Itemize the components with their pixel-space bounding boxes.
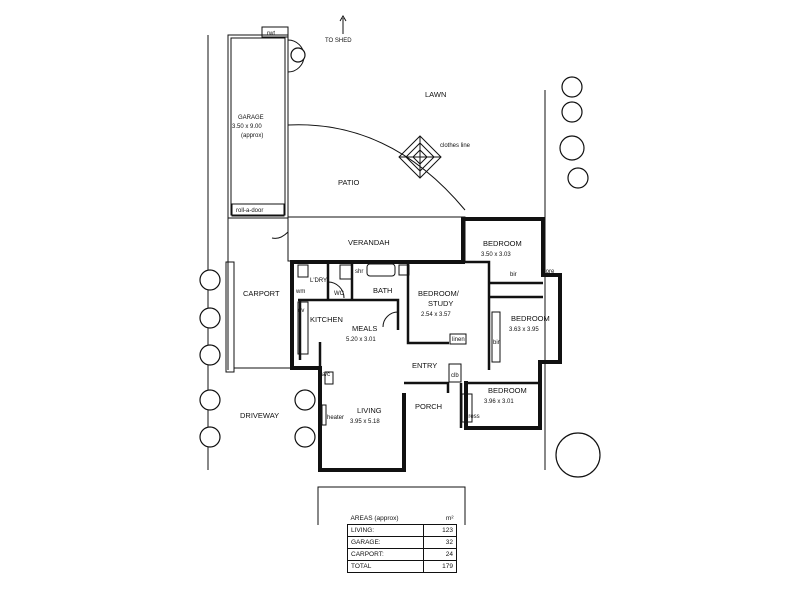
lawn-label: LAWN xyxy=(425,90,446,99)
living-dim: 3.95 x 5.18 xyxy=(350,419,380,425)
carport-label: CARPORT xyxy=(243,289,280,298)
garage-note: (approx) xyxy=(241,133,263,139)
bedroom-study-label-2: STUDY xyxy=(428,299,453,308)
oven-label: ov xyxy=(298,308,304,314)
ac-unit xyxy=(324,371,334,385)
area-name: TOTAL xyxy=(347,560,424,573)
linen-label: linen xyxy=(452,337,465,343)
patio-edge xyxy=(287,124,466,211)
bedroom1-dim: 3.50 x 3.03 xyxy=(481,252,511,258)
wc-label: WC xyxy=(334,291,345,297)
bir1-label: bir xyxy=(510,272,517,278)
dress-label: dress xyxy=(465,414,480,420)
areas-table: AREAS (approx) m² LIVING: 123 GARAGE: 32… xyxy=(347,513,457,573)
garage-outline xyxy=(227,34,289,219)
area-value: 24 xyxy=(423,548,457,561)
washing-machine-label: wm xyxy=(295,289,305,295)
area-name: GARAGE: xyxy=(347,536,424,549)
house-walls xyxy=(290,217,562,472)
area-value: 123 xyxy=(423,524,457,537)
trough-icon xyxy=(297,264,309,278)
meals-dim: 5.20 x 3.01 xyxy=(346,337,376,343)
kitchen-bench xyxy=(297,301,309,355)
area-value: 179 xyxy=(423,560,457,573)
bedroom2-label: BEDROOM xyxy=(511,314,550,323)
porch-label: PORCH xyxy=(415,402,442,411)
area-name: LIVING: xyxy=(347,524,424,537)
verandah-label: VERANDAH xyxy=(348,238,390,247)
shower-icon xyxy=(339,264,353,280)
vanity-icon xyxy=(398,264,410,276)
arrow-head xyxy=(339,15,347,22)
bedroom-study-label-1: BEDROOM/ xyxy=(418,289,460,298)
heater-unit xyxy=(321,404,327,426)
bir2-label: bir xyxy=(493,340,500,346)
to-shed-label: TO SHED xyxy=(325,38,352,44)
table-row: CARPORT: 24 xyxy=(347,548,457,561)
bedroom3-label: BEDROOM xyxy=(488,386,527,395)
meals-label: MEALS xyxy=(352,324,377,333)
store-label: store xyxy=(541,269,555,275)
area-value: 32 xyxy=(423,536,457,549)
clothes-line-icon xyxy=(398,135,442,179)
tree-icons xyxy=(199,47,601,478)
bedroom1-label: BEDROOM xyxy=(483,239,522,248)
rwt-label: rwt xyxy=(267,31,275,37)
dress-cupboard xyxy=(461,393,473,423)
entry-label: ENTRY xyxy=(412,361,437,370)
clb-label: clb xyxy=(451,373,459,379)
roll-a-door-label: roll-a-door xyxy=(236,208,263,214)
front-boundary xyxy=(317,486,466,525)
clothes-line-label: clothes line xyxy=(440,143,471,149)
wc-door-swing xyxy=(327,281,345,299)
table-row: TOTAL 179 xyxy=(347,560,457,573)
carport-post-strip xyxy=(225,261,235,373)
living-label: LIVING xyxy=(357,406,382,415)
meals-door-swing xyxy=(382,311,399,328)
shower-label: shr xyxy=(355,269,363,275)
table-row: LIVING: 123 xyxy=(347,524,457,537)
driveway-label: DRIVEWAY xyxy=(240,411,279,420)
garage-label: GARAGE xyxy=(238,115,264,121)
linen-cupboard xyxy=(449,333,467,345)
table-row: GARAGE: 32 xyxy=(347,536,457,549)
kitchen-label: KITCHEN xyxy=(310,315,343,324)
bir2-robe xyxy=(491,311,501,363)
bath-icon xyxy=(366,263,396,277)
ac-label: a/c xyxy=(322,372,330,378)
patio-label: PATIO xyxy=(338,178,360,187)
bath-label: BATH xyxy=(373,286,392,295)
garage-dim: 3.50 x 9.00 xyxy=(232,124,262,130)
area-name: CARPORT: xyxy=(347,548,424,561)
bedroom2-dim: 3.63 x 3.95 xyxy=(509,327,539,333)
laundry-label: L'DRY xyxy=(310,278,327,284)
roll-a-door xyxy=(231,203,285,217)
areas-unit: m² xyxy=(423,513,457,525)
bedroom3-dim: 3.96 x 3.01 xyxy=(484,399,514,405)
cloak-cupboard xyxy=(448,363,462,383)
verandah-door-swing xyxy=(271,231,289,239)
rainwater-tank xyxy=(261,26,289,38)
areas-title: AREAS (approx) xyxy=(347,513,424,525)
bedroom-study-dim: 2.54 x 3.57 xyxy=(421,312,451,318)
heater-label: heater xyxy=(327,415,344,421)
